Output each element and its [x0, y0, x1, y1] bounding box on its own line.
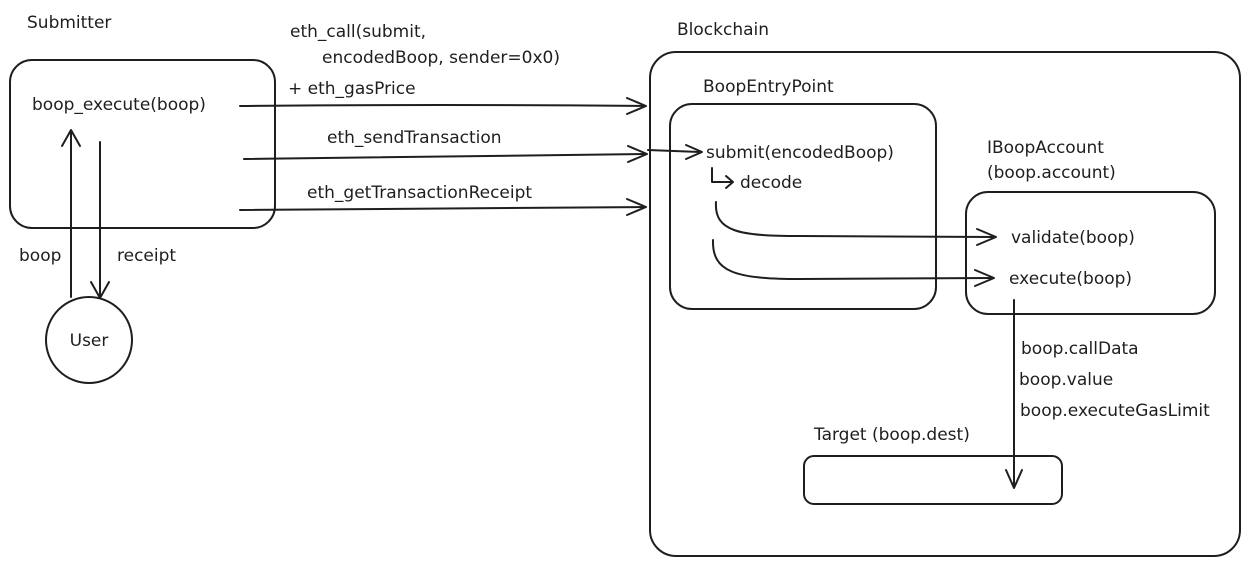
target-call-arrowhead [1005, 469, 1023, 489]
validate-call-arrowhead [976, 228, 997, 246]
submit-method: submit(encodedBoop) [706, 143, 894, 163]
get-receipt-arrowhead [626, 198, 647, 216]
entrypoint-title: BoopEntryPoint [703, 77, 834, 97]
call-data-label: boop.callData [1021, 339, 1139, 359]
user-node [45, 296, 133, 384]
boop-arrowhead [61, 129, 81, 147]
boop-label: boop [19, 246, 61, 266]
account-box [965, 191, 1216, 315]
target-box [803, 455, 1063, 505]
send-transaction-arrow [243, 153, 647, 160]
eth-call-label-line1: eth_call(submit, [290, 22, 426, 42]
eth-call-arrow [239, 104, 646, 107]
decode-label: decode [740, 173, 802, 193]
validate-call-arrow [714, 201, 996, 238]
blockchain-box [649, 51, 1241, 557]
decode-arrowhead [725, 175, 734, 189]
account-title-line2: (boop.account) [987, 163, 1116, 183]
execute-method: execute(boop) [1009, 269, 1132, 289]
decode-arrow [711, 167, 733, 183]
validate-method: validate(boop) [1011, 228, 1135, 248]
eth-call-arrowhead [626, 97, 647, 115]
submit-entry-arrowhead [685, 144, 703, 160]
target-title: Target (boop.dest) [813, 425, 970, 445]
gas-price-label: + eth_gasPrice [288, 79, 416, 99]
eth-call-label-line2: encodedBoop, sender=0x0) [322, 48, 560, 68]
send-transaction-label: eth_sendTransaction [327, 128, 502, 148]
blockchain-title: Blockchain [677, 20, 769, 40]
gas-limit-label: boop.executeGasLimit [1020, 401, 1210, 421]
submit-entry-arrow [647, 149, 701, 153]
get-receipt-arrow [239, 206, 646, 211]
execute-call-arrowhead [974, 269, 995, 287]
user-label: User [70, 331, 109, 351]
account-title-line1: IBoopAccount [987, 138, 1104, 158]
send-transaction-arrowhead [627, 145, 648, 163]
receipt-arrowhead [90, 281, 110, 299]
submitter-method: boop_execute(boop) [32, 95, 206, 115]
get-receipt-label: eth_getTransactionReceipt [307, 183, 532, 203]
execute-call-arrow [711, 239, 994, 280]
receipt-label: receipt [117, 246, 176, 266]
value-label: boop.value [1019, 370, 1113, 390]
submitter-title: Submitter [27, 13, 111, 33]
entrypoint-box [669, 103, 937, 310]
submitter-box [9, 59, 276, 229]
